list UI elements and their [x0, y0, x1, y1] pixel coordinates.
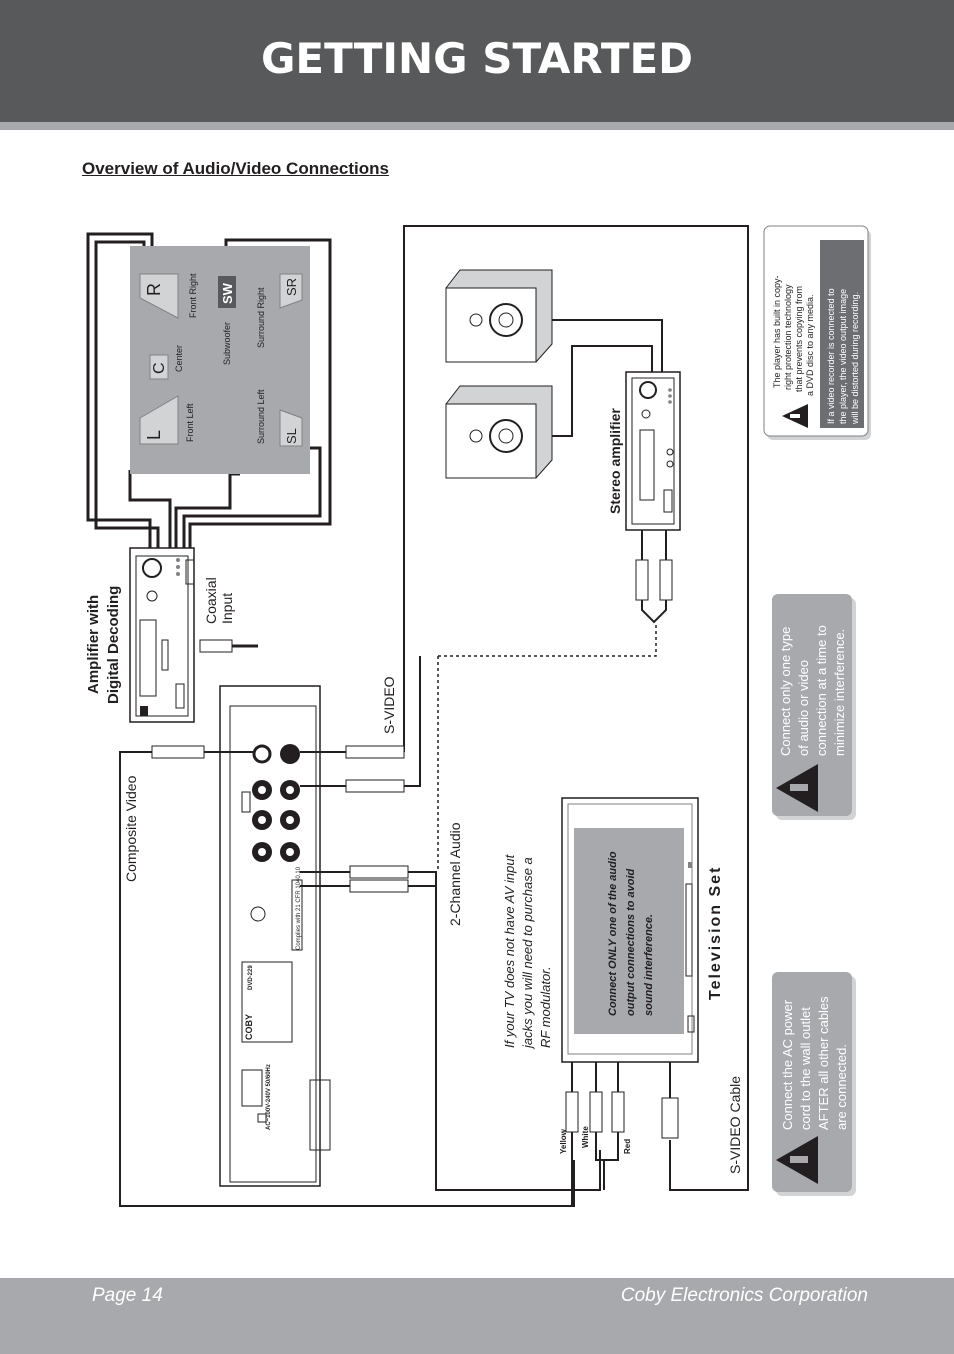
speaker-letter-l: L: [144, 430, 164, 440]
page-number: Page 14: [92, 1285, 163, 1306]
plug-label-yellow: Yellow: [559, 1128, 568, 1154]
player-power-rating: AC~100V-240V 50/60Hz: [266, 1064, 272, 1130]
speaker-surround-right: SR Surround Right: [256, 273, 303, 348]
player-model: DVD-229: [248, 965, 254, 990]
ac-note-line2: cord to the wall outlet: [798, 1007, 813, 1130]
speaker-label-subwoofer: Subwoofer: [222, 322, 232, 365]
stereo-amplifier-title: Stereo amplifier: [607, 408, 623, 514]
tv-screen-line3: sound interference.: [643, 914, 655, 1016]
one-note-line1: Connect only one type: [778, 627, 793, 756]
plug-label-white: White: [581, 1126, 590, 1148]
amplifier-title-line1: Amplifier with: [85, 595, 102, 694]
dvd-player-rear-panel: Complies with 21 CFR 1040.10 COBY DVD-22…: [219, 685, 331, 1187]
plug-label-red: Red: [623, 1139, 632, 1154]
ac-power-note: [772, 972, 856, 1196]
speaker-letter-sr: SR: [284, 278, 299, 296]
speaker-letter-sw: SW: [220, 282, 235, 304]
speaker-surround-left: SL Surround Left: [256, 389, 303, 447]
ac-note-line1: Connect the AC power: [780, 999, 795, 1130]
s-video-cable-label: S-VIDEO Cable: [727, 1076, 743, 1174]
speaker-letter-c: C: [151, 362, 168, 374]
rf-note-line1: If your TV does not have AV input: [502, 853, 517, 1048]
copy-protection-note: [763, 225, 871, 440]
vcr-note-line1: If a video recorder is connected to: [826, 288, 836, 424]
one-note-line2: of audio or video: [796, 660, 811, 756]
amplifier-title-line2: Digital Decoding: [105, 586, 122, 704]
section-title: Overview of Audio/Video Connections: [82, 159, 389, 178]
speaker-subwoofer: SW Subwoofer: [218, 276, 236, 365]
jack-video: [252, 744, 272, 764]
stereo-speaker-bottom: [445, 345, 653, 479]
speaker-layout-panel: L Front Left C Center R Front Right SW S…: [130, 246, 310, 474]
stereo-output-cable: [300, 656, 421, 793]
two-channel-audio-cable: [300, 624, 657, 1191]
vcr-note-line2: the player, the video output image: [838, 289, 848, 424]
coaxial-cable: [199, 639, 258, 653]
footer-bar: [0, 1278, 954, 1354]
amplifier-device: [129, 547, 195, 723]
ac-note-line3: AFTER all other cables: [816, 996, 831, 1130]
header-bar: [0, 0, 954, 122]
jack-s-video: [280, 744, 300, 764]
tv-screen-line1: Connect ONLY one of the audio: [607, 851, 619, 1016]
one-connection-note: [772, 594, 856, 820]
company-name: Coby Electronics Corporation: [620, 1285, 868, 1306]
two-channel-audio-label: 2-Channel Audio: [447, 822, 463, 926]
composite-video-label: Composite Video: [123, 775, 139, 882]
one-note-line3: connection at a time to: [814, 625, 829, 756]
speaker-letter-r: R: [144, 283, 164, 296]
speaker-label-center: Center: [174, 345, 184, 372]
header-stripe: [0, 122, 954, 130]
ac-note-line4: are connected.: [834, 1044, 849, 1130]
tv-title: Television Set: [707, 866, 724, 1000]
speaker-cables: [86, 232, 332, 560]
speaker-label-surround-right: Surround Right: [256, 287, 266, 348]
tv-av-plugs: [565, 1062, 625, 1206]
television-set: [561, 797, 699, 1063]
copy-note-line3: that prevents copying from: [794, 286, 804, 392]
player-brand: COBY: [244, 1014, 254, 1040]
speaker-front-left: L Front Left: [139, 395, 195, 445]
copy-note-line1: The player has built in copy-: [772, 275, 782, 388]
s-video-label: S-VIDEO: [381, 676, 397, 734]
stereo-speaker-top: [445, 269, 663, 372]
coaxial-label-line2: Input: [219, 593, 235, 624]
speaker-front-right: R Front Right: [139, 273, 198, 319]
speaker-label-front-left: Front Left: [185, 403, 195, 442]
speaker-letter-sl: SL: [284, 428, 299, 444]
copy-note-line4: a DVD disc to any media.: [805, 294, 815, 396]
page-title: GETTING STARTED: [260, 34, 694, 83]
vcr-note-line3: will be distorted during recording.: [850, 292, 860, 425]
speaker-label-front-right: Front Right: [188, 273, 198, 318]
speaker-label-surround-left: Surround Left: [256, 389, 266, 444]
speaker-center: C Center: [149, 345, 184, 380]
stereo-input-plugs: [635, 530, 673, 624]
rf-note-line2: jacks you will need to purchase a: [520, 857, 535, 1050]
s-video-cable: [300, 225, 749, 1191]
coaxial-label-line1: Coaxial: [203, 577, 219, 624]
copy-note-line2: right protection technology: [783, 284, 793, 390]
tv-screen-line2: output connections to avoid: [625, 868, 637, 1016]
tv-s-video-plug: [661, 1062, 679, 1139]
stereo-amplifier-device: [625, 371, 681, 531]
rf-note-line3: RF modulator.: [538, 966, 553, 1048]
player-complies-text: Complies with 21 CFR 1040.10: [296, 866, 302, 950]
one-note-line4: minimize interference.: [832, 629, 847, 756]
